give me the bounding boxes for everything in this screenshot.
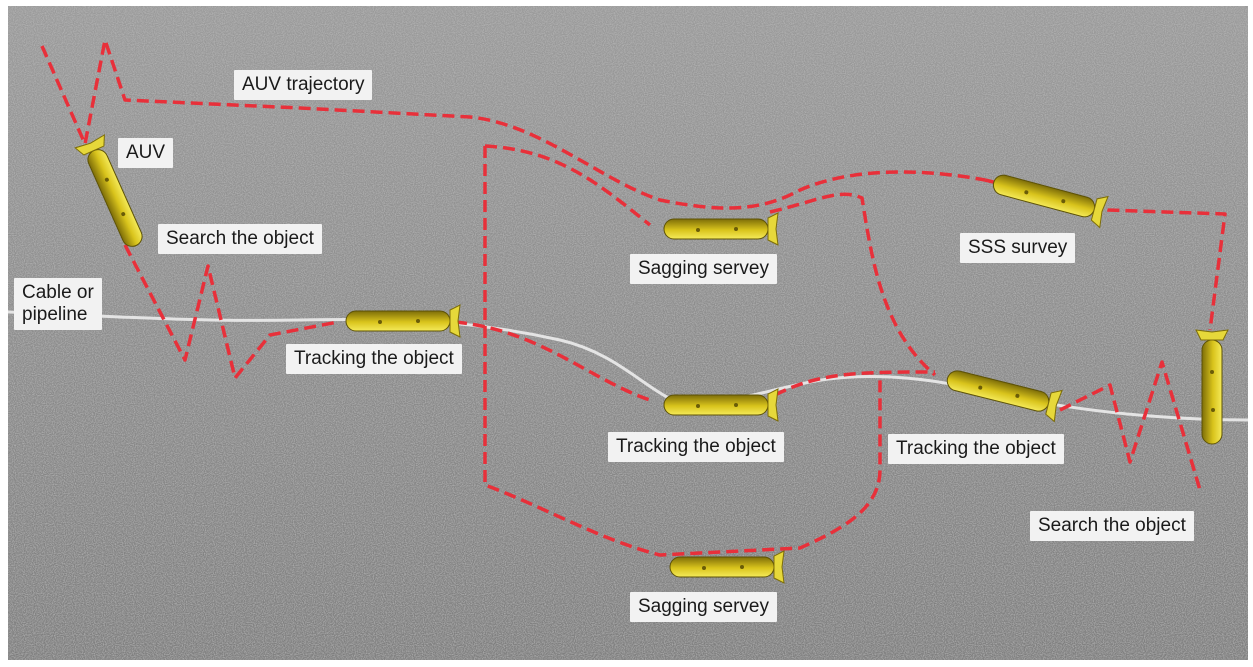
- auv-trajectory: [40, 38, 1227, 557]
- sagging-survey-label: Sagging servey: [630, 254, 777, 284]
- tracking-object-label: Tracking the object: [608, 432, 784, 462]
- tracking-object-label: Tracking the object: [888, 434, 1064, 464]
- tracking-object-label: Tracking the object: [286, 344, 462, 374]
- search-object-label: Search the object: [158, 224, 322, 254]
- search-object-label: Search the object: [1030, 511, 1194, 541]
- sagging-survey-label: Sagging servey: [630, 592, 777, 622]
- seabed-texture: [8, 6, 1248, 660]
- sss-survey-label: SSS survey: [960, 233, 1076, 263]
- auv-trajectory-label: AUV trajectory: [234, 70, 373, 100]
- cable-pipeline-label: Cable or pipeline: [14, 278, 102, 330]
- auv-label: AUV: [118, 138, 174, 168]
